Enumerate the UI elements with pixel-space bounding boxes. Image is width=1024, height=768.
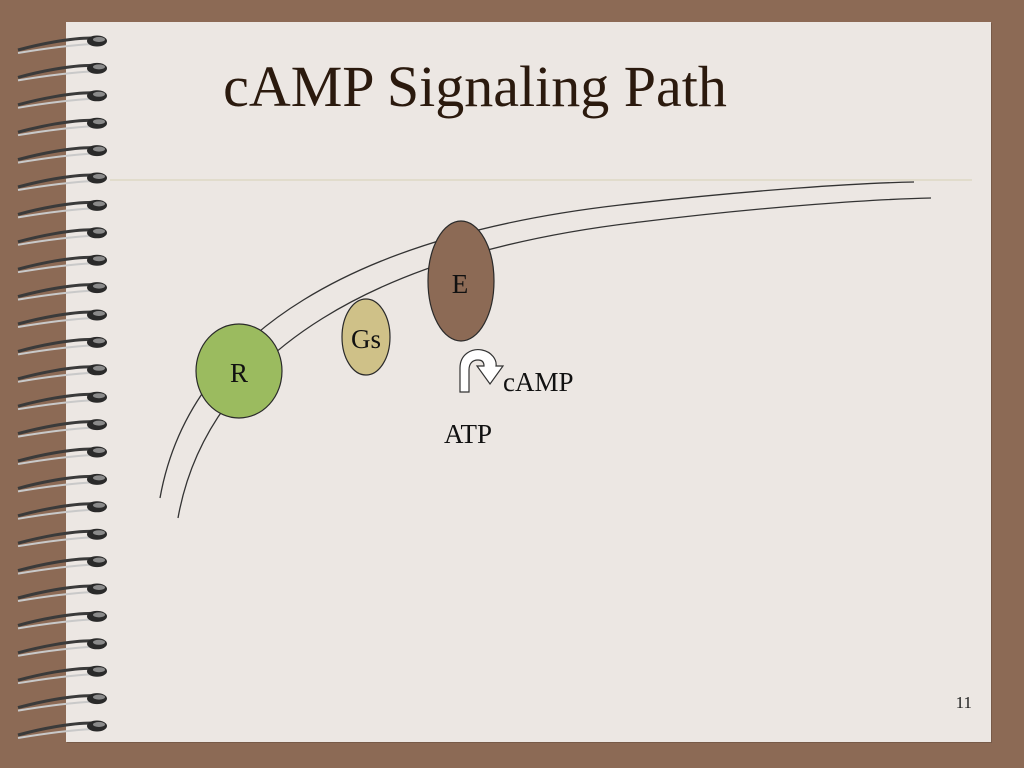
effector-label: E <box>452 269 469 299</box>
membrane-inner <box>177 197 932 519</box>
binding-ring <box>17 282 107 301</box>
binding-ring <box>17 446 107 465</box>
binding-ring <box>17 473 107 493</box>
binding-ring <box>17 117 107 137</box>
binding-ring <box>17 665 107 685</box>
binding-ring <box>17 35 107 54</box>
binding-ring <box>17 693 107 712</box>
binding-ring <box>17 501 107 520</box>
curved-arrow-icon <box>459 349 505 393</box>
binding-ring <box>17 556 107 575</box>
binding-ring <box>17 419 107 438</box>
binding-ring <box>17 254 107 274</box>
slide-number: 11 <box>955 693 972 712</box>
binding-ring <box>17 336 107 356</box>
g-protein-label: Gs <box>351 324 381 354</box>
binding-ring <box>17 528 107 548</box>
binding-ring <box>17 638 107 657</box>
slide-title: cAMP Signaling Path <box>223 54 727 119</box>
camp-label: cAMP <box>503 367 574 397</box>
effector-node: E <box>427 220 495 342</box>
binding-ring <box>17 90 107 109</box>
receptor-node: R <box>195 323 283 419</box>
binding-ring <box>17 583 107 602</box>
atp-label: ATP <box>444 419 492 449</box>
receptor-label: R <box>230 358 248 388</box>
binding-ring <box>17 720 107 739</box>
binding-ring <box>17 227 107 246</box>
binding-ring <box>17 172 107 191</box>
binding-ring <box>17 610 107 630</box>
binding-ring <box>17 145 107 164</box>
binding-ring <box>17 62 107 82</box>
g-protein-node: Gs <box>341 298 391 376</box>
binding-ring <box>17 309 107 328</box>
binding-ring <box>17 199 107 219</box>
spiral-binding-icon <box>17 35 107 739</box>
binding-ring <box>17 364 107 383</box>
binding-ring <box>17 391 107 411</box>
membrane-outer <box>159 181 915 499</box>
